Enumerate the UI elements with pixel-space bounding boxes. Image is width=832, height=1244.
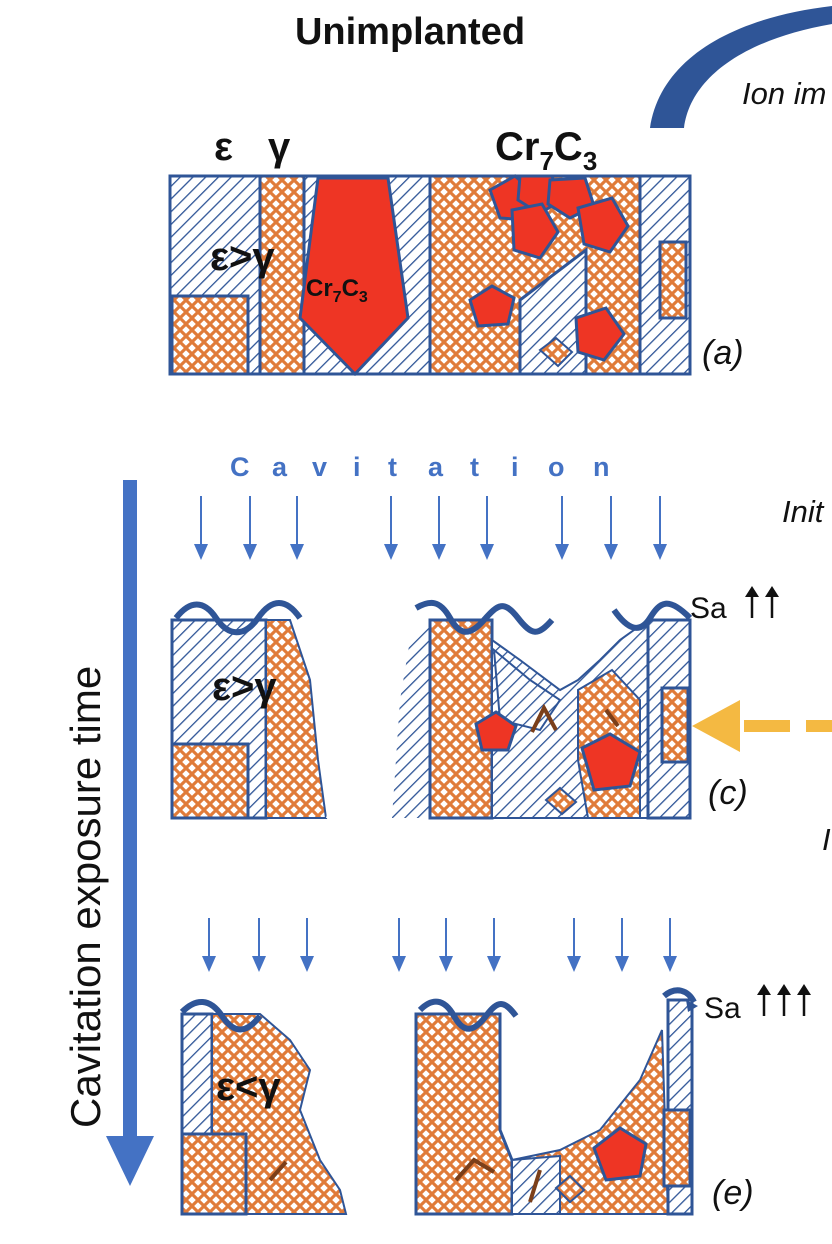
svg-text:i: i — [511, 452, 519, 482]
cavitation-arrows-row2 — [202, 918, 677, 972]
ion-implantation-label: Ion im — [742, 76, 826, 111]
arrow — [439, 918, 453, 972]
arrow — [615, 918, 629, 972]
arrow — [663, 918, 677, 972]
arrow — [567, 918, 581, 972]
epsilon-label: ε — [214, 125, 233, 169]
arrow — [202, 918, 216, 972]
svg-text:n: n — [593, 452, 610, 482]
panel-c-label: (c) — [708, 774, 748, 812]
svg-text:Cr7C3: Cr7C3 — [306, 275, 368, 306]
cr7c3-header-label: Cr7C3 — [495, 125, 597, 176]
panel-a-phase-ratio: ε>γ — [210, 235, 275, 279]
implanted-comparison-arrow — [692, 700, 832, 752]
svg-text:t: t — [470, 452, 479, 482]
arrow — [487, 918, 501, 972]
arrow — [653, 496, 667, 560]
svg-text:C: C — [230, 452, 250, 482]
svg-text:Cr7C3: Cr7C3 — [495, 125, 597, 176]
arrow — [555, 496, 569, 560]
svg-text:v: v — [312, 452, 327, 482]
panel-e-label: (e) — [712, 1174, 754, 1212]
panel-e-sa-arrows — [757, 984, 811, 1016]
arrow — [243, 496, 257, 560]
panel-c-sa-label: Sa — [690, 592, 727, 625]
initial-stage-label: Init — [782, 494, 825, 529]
ion-implantation-arc — [650, 6, 832, 128]
arrow — [252, 918, 266, 972]
svg-text:a: a — [428, 452, 444, 482]
cr7c3-inclusion-label: Cr7C3 — [306, 275, 368, 306]
arrow — [604, 496, 618, 560]
panel-c — [170, 599, 693, 820]
arrow — [300, 918, 314, 972]
arrow — [480, 496, 494, 560]
gamma-label: γ — [268, 125, 291, 169]
arrow — [392, 918, 406, 972]
svg-text:o: o — [548, 452, 565, 482]
cavitation-heading: C a v i t a t i o n — [230, 452, 610, 482]
panel-c-sa-arrows — [745, 586, 779, 618]
panel-c-phase-ratio: ε>γ — [212, 665, 277, 709]
svg-text:t: t — [388, 452, 397, 482]
panel-e-sa-label: Sa — [704, 992, 741, 1025]
arrow — [290, 496, 304, 560]
panel-a — [168, 174, 692, 377]
cavitation-arrows-row1 — [194, 496, 667, 560]
panel-a-label: (a) — [702, 334, 744, 372]
arrow — [432, 496, 446, 560]
panel-e — [179, 987, 698, 1216]
time-axis-arrow — [106, 480, 154, 1186]
arrow — [384, 496, 398, 560]
panel-e-phase-ratio: ε<γ — [216, 1065, 281, 1109]
right-edge-letter: I — [822, 822, 831, 857]
svg-text:i: i — [353, 452, 361, 482]
title: Unimplanted — [295, 11, 525, 53]
svg-text:a: a — [272, 452, 288, 482]
arrow — [194, 496, 208, 560]
time-axis-label: Cavitation exposure time — [62, 666, 109, 1128]
